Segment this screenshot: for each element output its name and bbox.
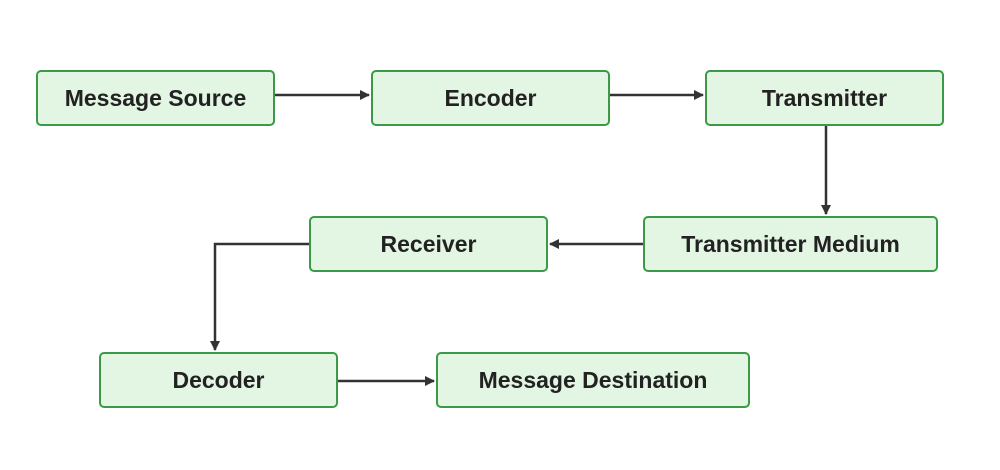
node-encoder: Encoder (371, 70, 610, 126)
node-transmitter-medium: Transmitter Medium (643, 216, 938, 272)
node-label: Message Source (64, 84, 247, 111)
node-message-destination: Message Destination (436, 352, 750, 408)
node-label: Receiver (380, 230, 477, 257)
arrow-receiver-to-decoder (210, 242, 309, 351)
node-label: Decoder (172, 366, 265, 393)
node-decoder: Decoder (99, 352, 338, 408)
node-label: Transmitter Medium (681, 230, 900, 257)
node-label: Encoder (444, 84, 537, 111)
node-label: Transmitter (761, 84, 888, 111)
node-transmitter: Transmitter (705, 70, 944, 126)
node-label: Message Destination (478, 366, 708, 393)
node-message-source: Message Source (36, 70, 275, 126)
node-receiver: Receiver (309, 216, 548, 272)
